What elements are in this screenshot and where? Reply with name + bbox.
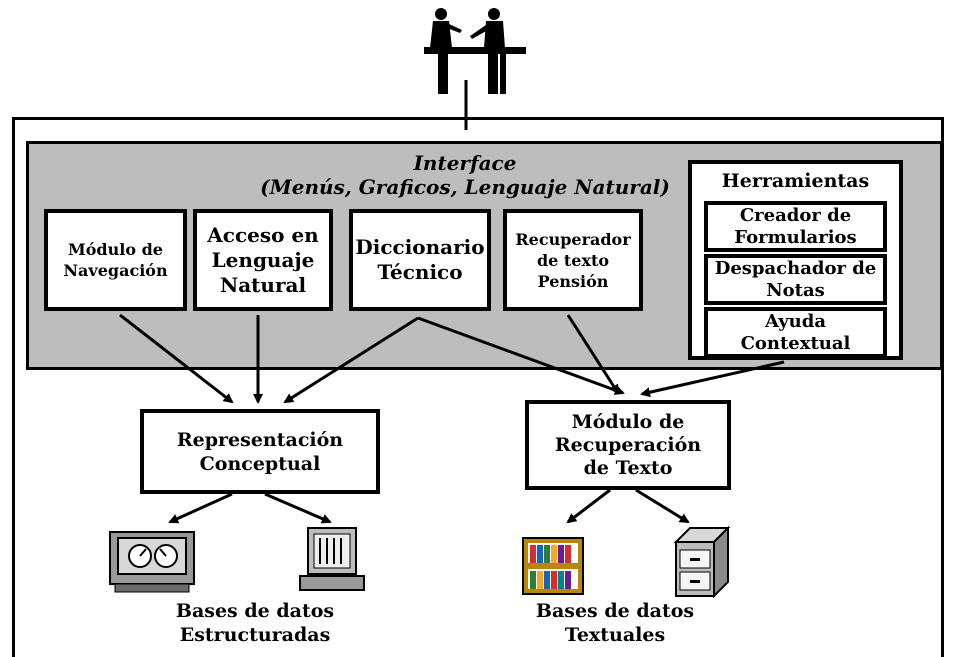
representacion-conceptual-label: Representación Conceptual xyxy=(176,428,344,475)
module-diccionario-label: Diccionario Técnico xyxy=(355,235,485,284)
bookshelf-icon xyxy=(522,537,584,595)
computer-terminal-icon xyxy=(299,527,365,591)
herramienta-ayuda: Ayuda Contextual xyxy=(704,307,887,358)
herramienta-ayuda-label: Ayuda Contextual xyxy=(740,310,851,354)
arrow-recuperacion-db1 xyxy=(566,488,611,524)
interface-title: Interface (Menús, Graficos, Lenguaje Nat… xyxy=(230,151,700,199)
file-cabinet-icon xyxy=(673,525,731,599)
module-acceso-label: Acceso en Lenguaje Natural xyxy=(207,222,319,297)
arrow-representacion-db1 xyxy=(168,492,233,524)
herramienta-despachador-label: Despachador de Notas xyxy=(714,257,877,301)
arrow-recuperacion-db2 xyxy=(635,488,690,524)
bases-estructuradas-label: Bases de datos Estructuradas xyxy=(175,600,335,646)
module-navegacion: Módulo de Navegación xyxy=(44,209,187,311)
herramientas-title: Herramientas xyxy=(721,170,870,192)
gauge-terminal-icon xyxy=(109,531,195,593)
interface-title-text: Interface xyxy=(413,151,517,175)
arrow-representacion-db2 xyxy=(264,492,332,524)
module-diccionario: Diccionario Técnico xyxy=(349,209,491,311)
system-frame xyxy=(12,117,944,657)
arrow-recuperador-recuperacion xyxy=(566,314,620,395)
module-recuperador: Recuperador de texto Pensión xyxy=(503,209,643,311)
recuperacion-texto-label: Módulo de Recuperación de Texto xyxy=(554,410,702,479)
representacion-conceptual-box: Representación Conceptual xyxy=(140,409,380,494)
arrow-diccionario-recuperacion xyxy=(417,316,625,395)
module-navegacion-label: Módulo de Navegación xyxy=(63,240,168,280)
users-at-podium-icon xyxy=(424,8,526,94)
arrow-herramientas-recuperacion xyxy=(640,360,785,398)
module-acceso: Acceso en Lenguaje Natural xyxy=(193,209,333,311)
arrow-diccionario-representacion xyxy=(283,316,419,404)
herramienta-creador: Creador de Formularios xyxy=(704,201,887,252)
module-recuperador-label: Recuperador de texto Pensión xyxy=(515,229,631,291)
recuperacion-texto-box: Módulo de Recuperación de Texto xyxy=(525,400,731,490)
herramienta-creador-label: Creador de Formularios xyxy=(734,204,857,248)
herramienta-despachador: Despachador de Notas xyxy=(704,254,887,305)
arrow-navegacion-representacion xyxy=(119,313,234,404)
bases-textuales-label: Bases de datos Textuales xyxy=(535,600,695,646)
interface-subtitle-text: (Menús, Graficos, Lenguaje Natural) xyxy=(260,175,670,199)
